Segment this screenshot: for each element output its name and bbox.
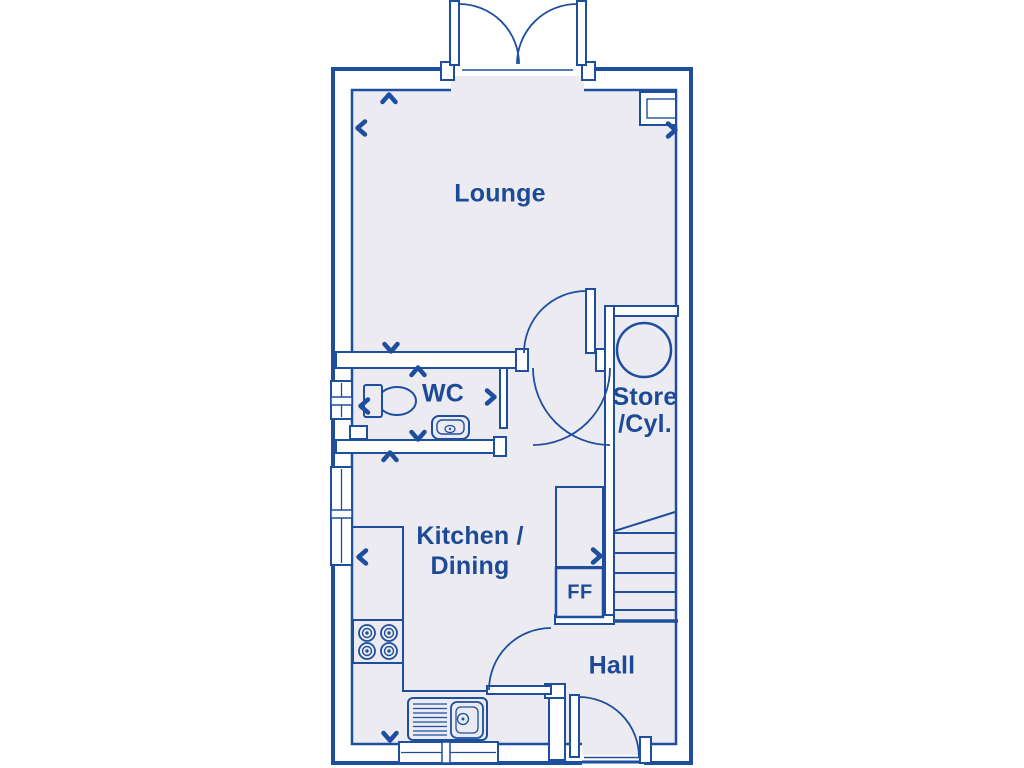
chevron-right-icon[interactable] <box>484 388 497 406</box>
window-wc-icon <box>330 380 353 420</box>
front-door <box>569 694 652 766</box>
wc-door <box>499 367 508 429</box>
chevron-down-icon[interactable] <box>381 730 399 743</box>
room-label-store-line2: /Cyl. <box>618 410 672 438</box>
room-label-hall: Hall <box>588 651 636 680</box>
room-label-wc: WC <box>421 379 465 408</box>
interior-walls <box>335 305 679 761</box>
hob-icon <box>352 619 404 664</box>
chevron-up-icon[interactable] <box>409 365 427 378</box>
dimension-arrows <box>355 92 678 743</box>
lobby-doors <box>532 367 611 446</box>
window-kitchen-bottom-icon <box>398 741 499 764</box>
chevron-up-icon[interactable] <box>380 92 398 105</box>
room-label-store-cyl: Store /Cyl. <box>613 384 678 438</box>
room-label-lounge: Lounge <box>454 179 546 208</box>
chevron-right-icon[interactable] <box>590 547 603 565</box>
chevron-down-icon[interactable] <box>382 341 400 354</box>
chevron-left-icon[interactable] <box>355 119 368 137</box>
chevron-up-icon[interactable] <box>381 450 399 463</box>
entrance-double-doors-icon <box>449 0 587 66</box>
exterior-wall <box>331 67 693 765</box>
appliance-label-fridge-freezer: FF <box>567 581 593 604</box>
lounge-door <box>523 288 596 354</box>
chevron-left-icon[interactable] <box>356 548 369 566</box>
kitchen-counter <box>352 526 488 692</box>
chevron-down-icon[interactable] <box>409 429 427 442</box>
fridge-freezer-icon <box>554 566 605 619</box>
hot-water-cylinder-icon <box>615 321 673 379</box>
entrance-opening <box>440 60 596 93</box>
room-label-kitchen-dining: Kitchen / Dining <box>416 521 523 581</box>
room-label-store-line1: Store <box>612 383 678 411</box>
stairs-icon <box>613 511 678 623</box>
sink-drainer-icon <box>407 697 488 741</box>
window-kitchen-side-icon <box>330 466 353 566</box>
room-label-kitchen-line1: Kitchen / <box>416 522 524 550</box>
room-label-kitchen-line2: Dining <box>430 552 510 580</box>
toilet-icon <box>363 384 417 418</box>
chevron-right-icon[interactable] <box>665 121 678 139</box>
duct-box <box>639 91 677 126</box>
basin-icon <box>431 415 470 440</box>
chevron-left-icon[interactable] <box>358 397 371 415</box>
